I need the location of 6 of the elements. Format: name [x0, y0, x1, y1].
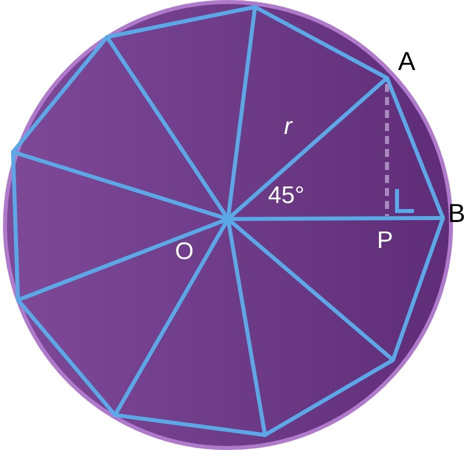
point-label: r [284, 115, 292, 139]
point-label: P [377, 229, 394, 253]
point-label: A [398, 48, 416, 74]
point-label: 45° [268, 184, 304, 208]
point-label: B [448, 200, 466, 226]
point-label: O [175, 240, 194, 264]
